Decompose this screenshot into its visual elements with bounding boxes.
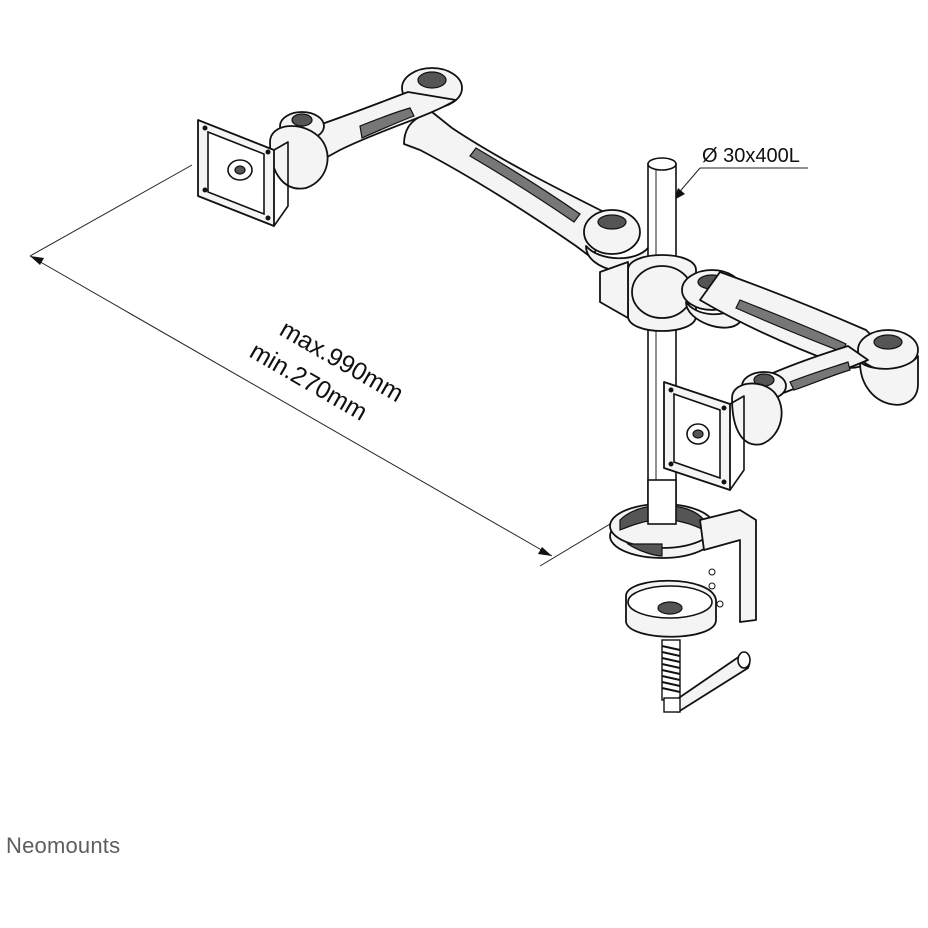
upper-vesa-plate (197, 119, 289, 227)
pole-spec-label: Ø 30x400L (702, 145, 800, 167)
lower-vesa-plate (663, 381, 745, 491)
desk-clamp (609, 479, 757, 713)
upper-left-arm (269, 67, 653, 273)
brand-logo: Neomounts (6, 833, 121, 858)
pole-spec-callout: Ø 30x400L (674, 145, 808, 200)
pole-collar (599, 254, 697, 332)
